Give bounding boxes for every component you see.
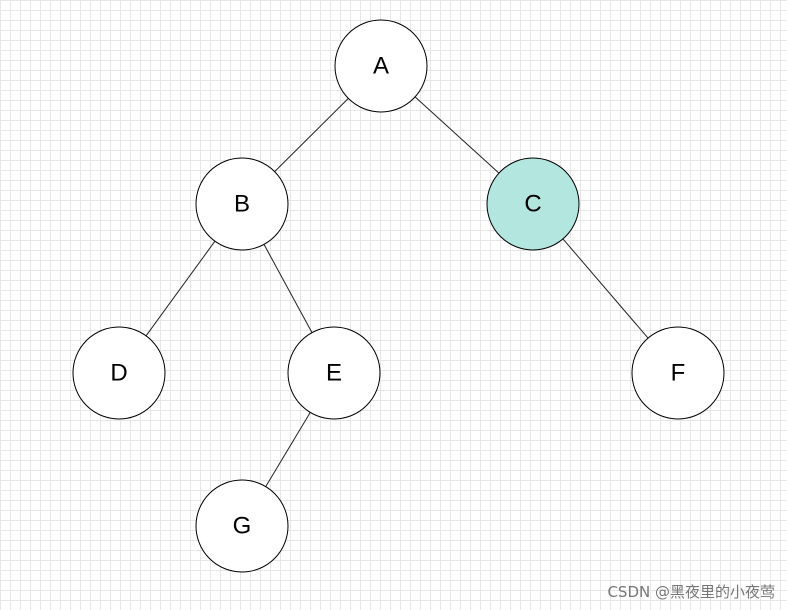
node-label-a: A bbox=[373, 53, 389, 80]
node-label-b: B bbox=[234, 191, 250, 218]
node-label-e: E bbox=[326, 360, 342, 387]
edge-c-f bbox=[562, 238, 649, 339]
edge-b-e bbox=[263, 244, 313, 333]
node-label-c: C bbox=[524, 191, 541, 218]
node-circle-e bbox=[287, 326, 381, 420]
node-label-d: D bbox=[110, 360, 127, 387]
tree-node-b: B bbox=[195, 157, 289, 251]
node-circle-a bbox=[334, 19, 428, 113]
node-label-f: F bbox=[671, 360, 686, 387]
tree-node-f: F bbox=[631, 326, 725, 420]
node-circle-d bbox=[72, 326, 166, 420]
edge-e-g bbox=[265, 412, 311, 487]
tree-edges bbox=[145, 96, 649, 487]
tree-node-c: C bbox=[486, 157, 580, 251]
watermark: CSDN @黑夜里的小夜莺 bbox=[607, 583, 775, 601]
edge-a-b bbox=[274, 98, 349, 172]
tree-node-e: E bbox=[287, 326, 381, 420]
tree-node-d: D bbox=[72, 326, 166, 420]
tree-node-a: A bbox=[334, 19, 428, 113]
tree-node-g: G bbox=[195, 479, 289, 573]
edge-b-d bbox=[145, 240, 216, 337]
edge-a-c bbox=[414, 96, 500, 174]
node-label-g: G bbox=[233, 513, 252, 540]
node-circle-c bbox=[486, 157, 580, 251]
node-circle-f bbox=[631, 326, 725, 420]
node-circle-g bbox=[195, 479, 289, 573]
tree-nodes: A B C D E F G bbox=[72, 19, 725, 573]
node-circle-b bbox=[195, 157, 289, 251]
